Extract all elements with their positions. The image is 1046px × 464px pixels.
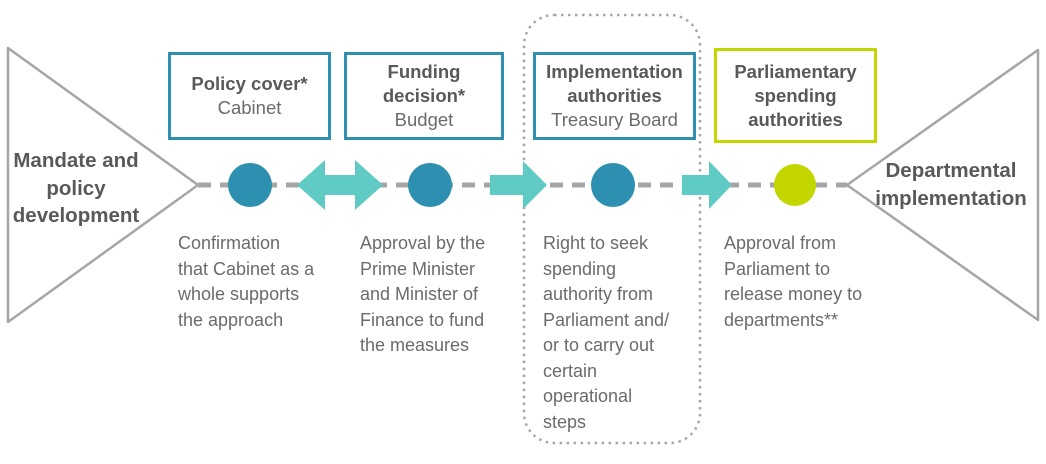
- stage-description-funding-decision: Approval by the Prime Minister and Minis…: [360, 233, 486, 355]
- double-arrow-icon: [297, 160, 383, 210]
- stage-box-title: Funding decision*: [382, 61, 466, 106]
- departmental-implementation-triangle: [845, 48, 1040, 322]
- stage-box-title: Policy cover*: [191, 73, 308, 94]
- stage-description-policy-cover: Confirmation that Cabinet as a whole sup…: [178, 233, 315, 330]
- stage-box-title: Implementation authorities: [546, 61, 683, 106]
- milestone-circle-policy-cover: [228, 163, 272, 207]
- right-arrow-icon-2: [682, 161, 732, 209]
- milestone-circle-funding-decision: [408, 163, 452, 207]
- stage-box-subtitle: Cabinet: [217, 97, 282, 118]
- stage-description-parliamentary-spending: Approval from Parliament to release mone…: [724, 233, 863, 330]
- stage-box-implementation-authorities: Implementation authorities Treasury Boar…: [533, 52, 696, 140]
- milestone-circle-implementation-authorities: [591, 163, 635, 207]
- departmental-implementation-label: Departmental implementation: [875, 159, 1027, 210]
- mandate-policy-label: Mandate and policy development: [12, 149, 140, 227]
- right-arrow-icon-1: [490, 161, 547, 209]
- mandate-policy-triangle: [6, 46, 200, 324]
- stage-box-title: Parliamentary spending authorities: [734, 60, 857, 130]
- stage-box-policy-cover: Policy cover* Cabinet: [168, 52, 331, 140]
- implementation-highlight-outline: [522, 13, 702, 445]
- stage-box-funding-decision: Funding decision* Budget: [344, 52, 504, 140]
- stage-box-parliamentary-spending: Parliamentary spending authorities: [714, 48, 877, 143]
- stage-description-implementation-authorities: Right to seek spending authority from Pa…: [543, 233, 670, 432]
- milestone-circle-parliamentary-spending: [774, 164, 816, 206]
- stage-box-subtitle: Treasury Board: [551, 109, 678, 130]
- stage-box-subtitle: Budget: [394, 109, 454, 130]
